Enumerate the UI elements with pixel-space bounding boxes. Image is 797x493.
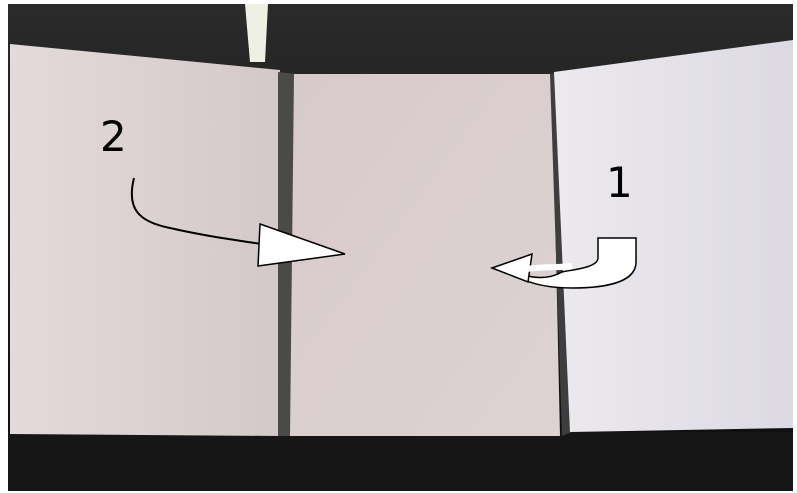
step-2-label: 2	[100, 116, 127, 158]
step-1-label: 1	[606, 162, 633, 204]
table-surface	[8, 432, 793, 491]
panel-right	[554, 40, 793, 432]
